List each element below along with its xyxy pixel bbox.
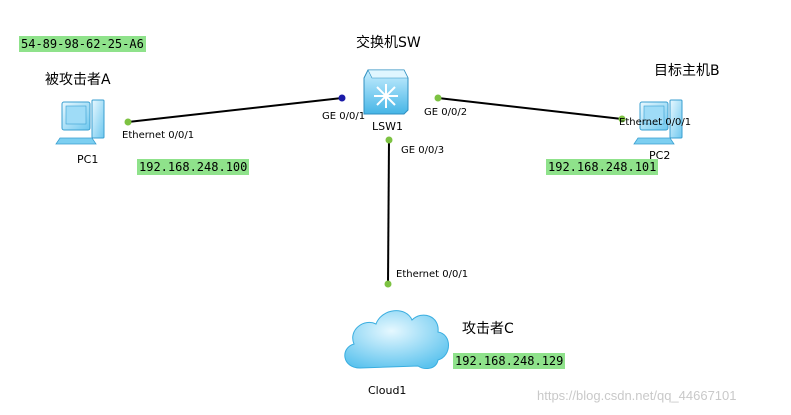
cloud-icon[interactable]: [344, 310, 449, 369]
pc1-computer-icon[interactable]: [55, 99, 105, 145]
switch-role-label: 交换机SW: [356, 35, 421, 51]
pc2-port-label: Ethernet 0/0/1: [619, 117, 692, 128]
switch-ge002-label: GE 0/0/2: [424, 107, 468, 118]
pc2-computer-icon[interactable]: [633, 99, 683, 145]
pc1-name-label: PC1: [77, 153, 99, 166]
switch-port-ge002-dot[interactable]: [434, 94, 442, 102]
pc1-port-dot[interactable]: [124, 118, 132, 126]
switch-port-ge001-dot[interactable]: [338, 94, 346, 102]
cloud-name-label: Cloud1: [368, 384, 407, 397]
link-pc1-switch[interactable]: [127, 97, 343, 123]
switch-icon[interactable]: [363, 69, 409, 115]
cloud-port-dot[interactable]: [384, 280, 392, 288]
pc1-port-label: Ethernet 0/0/1: [122, 130, 195, 141]
pc2-role-label: 目标主机B: [654, 63, 720, 79]
mac-address-label: 54-89-98-62-25-A6: [19, 36, 146, 52]
cloud-role-label: 攻击者C: [462, 321, 514, 337]
switch-name-label: LSW1: [372, 120, 403, 133]
switch-ge001-label: GE 0/0/1: [322, 111, 366, 122]
link-switch-pc2[interactable]: [437, 97, 623, 120]
pc2-ip-label: 192.168.248.101: [546, 159, 659, 175]
pc2-port-dot[interactable]: [618, 115, 626, 123]
cloud-ip-label: 192.168.248.129: [453, 353, 566, 369]
switch-ge003-label: GE 0/0/3: [401, 145, 445, 156]
link-switch-cloud[interactable]: [387, 139, 390, 285]
cloud-port-label: Ethernet 0/0/1: [396, 269, 469, 280]
pc1-ip-label: 192.168.248.100: [137, 159, 250, 175]
pc1-role-label: 被攻击者A: [45, 72, 111, 88]
pc2-name-label: PC2: [649, 149, 671, 162]
switch-port-ge003-dot[interactable]: [385, 136, 393, 144]
watermark-text: https://blog.csdn.net/qq_44667101: [537, 388, 737, 403]
